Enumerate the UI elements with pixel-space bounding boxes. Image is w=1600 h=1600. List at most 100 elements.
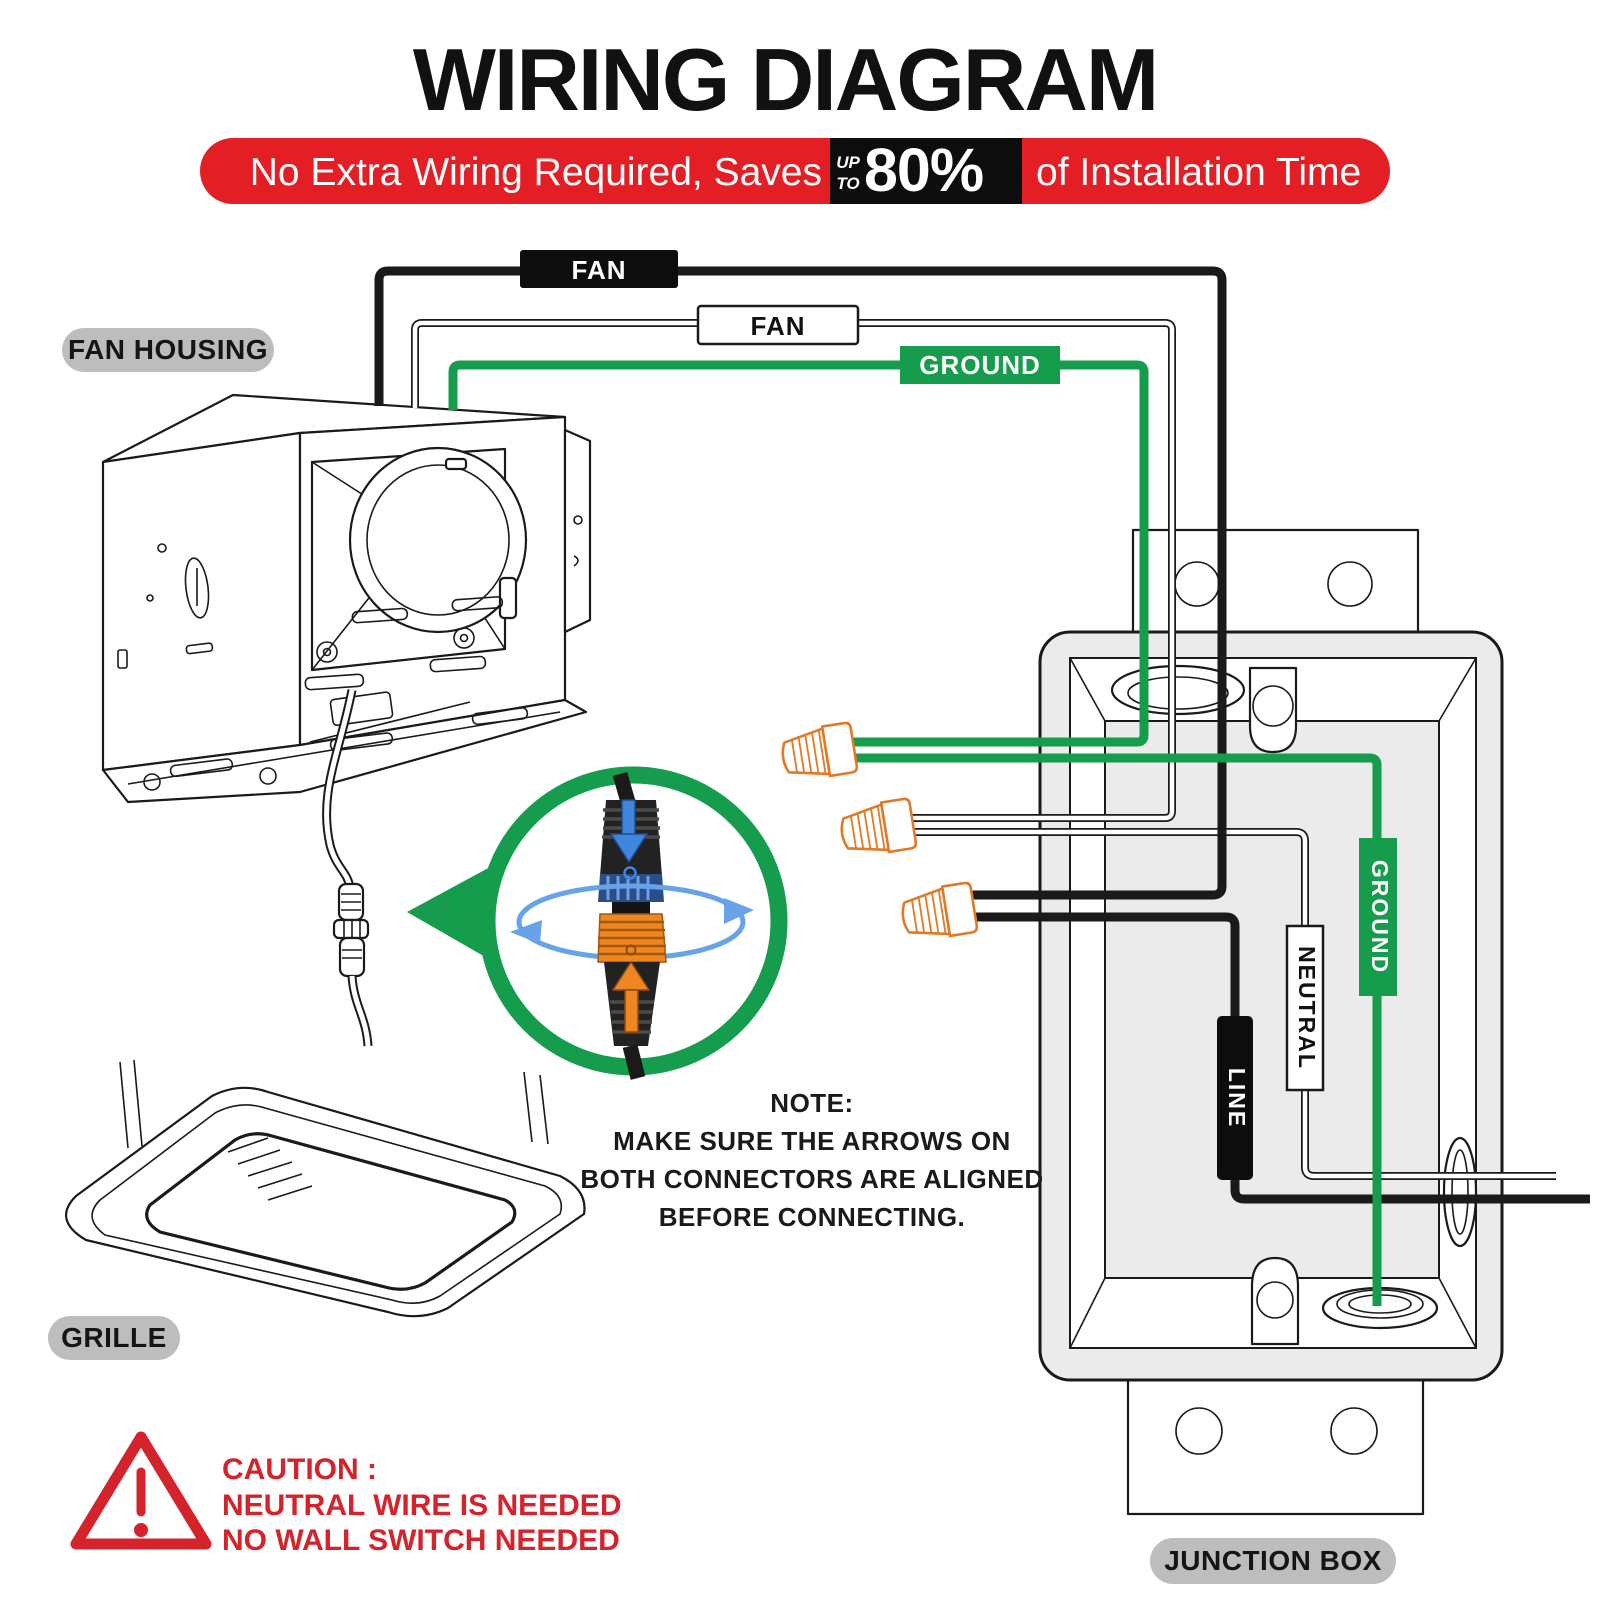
top-plate-hole <box>1327 561 1373 607</box>
wire-label-line: LINE <box>1217 1016 1253 1180</box>
housing-screw <box>316 641 338 663</box>
fan-housing-drawing <box>101 393 592 804</box>
flange-slot <box>573 555 579 567</box>
wire-label-ground-top: GROUND <box>900 346 1060 384</box>
wire-label-neutral: NEUTRAL <box>1285 924 1325 1092</box>
housing-bottom-flange <box>101 698 588 804</box>
fan-housing-badge: FAN HOUSING <box>62 328 274 372</box>
wire-label-fan-white: FAN <box>696 304 860 346</box>
junction-box-top-plate <box>1131 528 1420 636</box>
banner-background <box>200 138 1390 204</box>
grille-drawing <box>65 1059 586 1318</box>
housing-vent-slot <box>451 596 504 612</box>
svg-text:FAN: FAN <box>572 255 627 285</box>
grille-spring-clip <box>133 1059 143 1147</box>
side-ring-hole <box>1451 1149 1469 1235</box>
junction-box-bottom-plate <box>1126 1378 1425 1516</box>
note-block: NOTE: MAKE SURE THE ARROWS ON BOTH CONNE… <box>580 1088 1043 1232</box>
housing-interior-bracket <box>329 691 394 727</box>
grille-outer <box>65 1086 586 1318</box>
page-title: WIRING DIAGRAM <box>413 30 1157 129</box>
flange-slot <box>471 707 529 726</box>
svg-text:NEUTRAL: NEUTRAL <box>1294 946 1320 1070</box>
rotation-arrowhead-left <box>510 920 542 944</box>
blue-align-arrow-icon <box>609 799 649 880</box>
caution-line: CAUTION : <box>222 1453 377 1486</box>
wire-nut-neutral <box>840 797 918 854</box>
inline-connector-nut <box>332 918 370 940</box>
blue-align-mark <box>623 866 637 880</box>
orange-align-mark <box>625 944 637 956</box>
wire-nut-ground <box>781 721 859 778</box>
svg-text:GROUND: GROUND <box>919 350 1041 380</box>
grille-spring-clip <box>539 1074 549 1145</box>
housing-hole <box>157 543 167 553</box>
caution-line: NO WALL SWITCH NEEDED <box>222 1524 620 1557</box>
grille-rim <box>91 1104 563 1304</box>
wire-nuts <box>781 721 979 938</box>
housing-screw-center <box>459 633 469 643</box>
svg-text:GRILLE: GRILLE <box>61 1322 167 1353</box>
duct-cone-line <box>311 593 373 671</box>
housing-keyhole <box>117 649 128 669</box>
housing-latch-slot <box>184 557 210 619</box>
top-clamp-hole <box>1252 685 1294 727</box>
housing-screw-center <box>322 647 332 657</box>
caution-block: CAUTION : NEUTRAL WIRE IS NEEDED NO WALL… <box>70 1431 621 1557</box>
connector-cable-bottom <box>622 1044 646 1080</box>
wire-label-ground-side: GROUND <box>1359 838 1397 996</box>
caution-line: NEUTRAL WIRE IS NEEDED <box>222 1489 621 1522</box>
cable-core <box>349 975 371 1047</box>
banner-upto-up: UP <box>836 153 860 172</box>
housing-right-flange <box>563 428 592 634</box>
inset-pointer <box>407 866 492 958</box>
wire-nut-line <box>901 881 979 938</box>
housing-vent-slot <box>429 655 487 673</box>
junction-box-badge: JUNCTION BOX <box>1150 1538 1396 1584</box>
duct-tab <box>498 576 518 620</box>
grille-vent-slat <box>247 1161 293 1177</box>
banner-percent: 80% <box>864 136 983 204</box>
svg-text:LINE: LINE <box>1224 1068 1250 1128</box>
junction-box-back-panel <box>1104 720 1440 1279</box>
top-grommet-hole <box>1127 676 1229 710</box>
rotation-arrowhead-right <box>724 898 754 924</box>
banner: No Extra Wiring Required, Saves UP TO 80… <box>200 136 1390 204</box>
caution-triangle-icon <box>70 1431 212 1550</box>
fan-wire-white <box>412 320 1175 821</box>
grille-badge: GRILLE <box>48 1316 180 1360</box>
banner-highlight-box <box>830 138 1022 204</box>
bottom-plate-hole <box>1330 1407 1378 1455</box>
connector-detail-inset <box>407 766 788 1080</box>
bottom-clamp-hole <box>1256 1281 1294 1319</box>
housing-vent-slot <box>304 673 365 691</box>
bevel-line <box>1438 657 1477 722</box>
junction-box-drawing <box>1038 528 1504 1516</box>
grille-cable <box>322 689 373 1047</box>
ground-wire-fan <box>448 360 1149 747</box>
housing-vent-slot <box>351 607 409 624</box>
wire-label-fan-black: FAN <box>520 250 678 288</box>
svg-text:FAN HOUSING: FAN HOUSING <box>68 334 268 365</box>
duct-collar-outer <box>348 446 528 634</box>
side-ring <box>1442 1136 1478 1248</box>
cable-core <box>324 689 355 889</box>
grille-vent-slat <box>237 1149 281 1165</box>
duct-cone-line <box>311 461 369 499</box>
note-line: BOTH CONNECTORS ARE ALIGNED <box>580 1164 1043 1194</box>
flange-screw <box>143 773 161 791</box>
bottom-plate-hole <box>1175 1407 1223 1455</box>
grille-panel-edge <box>145 1132 517 1291</box>
grille-spring-clip <box>119 1061 129 1149</box>
connector-cable-top <box>612 771 636 805</box>
grille-vent-slat <box>267 1185 313 1201</box>
flange-slot <box>169 758 234 778</box>
ground-wire-box <box>850 753 1382 1306</box>
banner-text-after: of Installation Time <box>1036 151 1361 194</box>
inline-connector-lower <box>338 936 366 978</box>
grille-spring-clip <box>523 1071 533 1143</box>
flange-edge-line <box>127 711 561 785</box>
flange-slot <box>329 732 394 752</box>
housing-screw <box>453 627 475 649</box>
